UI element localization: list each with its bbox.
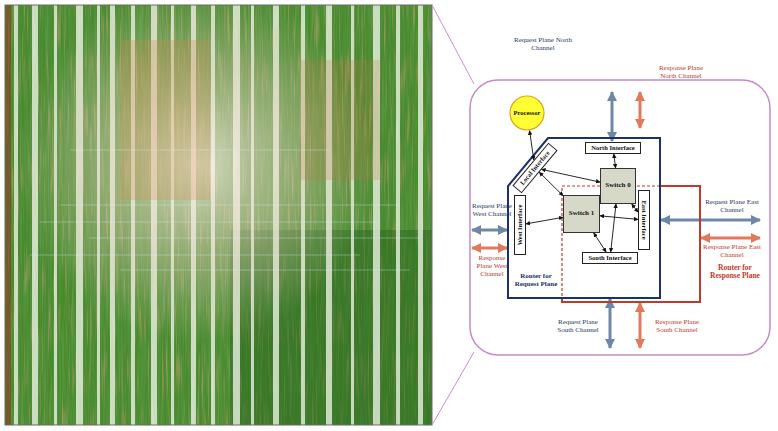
zoom-frame	[470, 80, 770, 355]
switch-box: Switch 0	[600, 168, 636, 204]
channel-label: Response Plane West Channel	[471, 254, 513, 278]
router-outline	[562, 186, 700, 302]
channel-label: Response Plane North Channel	[650, 64, 712, 80]
router-box: Router for Request Plane North Interface L…	[508, 138, 660, 298]
connector	[542, 169, 600, 182]
chip-wire	[120, 270, 410, 271]
interface-box: West Interface	[514, 195, 526, 255]
channel-label: Request Plane East Channel	[703, 198, 761, 214]
channel-arrow	[609, 299, 612, 348]
router-outline	[508, 138, 660, 298]
channel-label: Request Plane West Channel	[471, 202, 513, 218]
chip-wire	[60, 205, 400, 206]
chip-wires	[30, 150, 420, 270]
node-text: Router for Request Plane	[512, 273, 560, 288]
channel-label: Request Plane South Channel	[550, 318, 606, 334]
zoom-line	[432, 5, 474, 84]
channel-label: Response Plane South Channel	[648, 318, 706, 334]
chip-wire	[70, 150, 330, 151]
chip-region	[120, 40, 210, 200]
node-text: North Interface	[591, 144, 635, 151]
processor-outline	[510, 96, 544, 130]
processor-circle: Processor	[509, 95, 545, 131]
node-text: East Interface	[640, 200, 647, 239]
node-text: Switch 1	[569, 210, 594, 218]
channel-arrow	[472, 247, 507, 250]
chip-region	[300, 60, 380, 180]
channel-arrow	[639, 92, 642, 128]
chip-texture	[5, 5, 432, 425]
chip-wire	[40, 222, 380, 223]
interface-box: South Interface	[582, 252, 638, 264]
node-text: South Interface	[588, 254, 631, 261]
node-text: Processor	[514, 109, 541, 116]
channel-label: Response Plane East Channel	[703, 243, 761, 259]
interface-box: East Interface	[638, 190, 650, 250]
connector	[600, 216, 638, 220]
router-outline	[562, 186, 660, 298]
chip-wire	[30, 255, 360, 256]
node-text: West Interface	[516, 205, 523, 246]
chip-wire	[90, 238, 420, 239]
interface-box: Local Interface	[512, 143, 557, 194]
chip-border	[5, 5, 432, 425]
connector	[539, 172, 563, 196]
chip-layout	[5, 5, 432, 425]
channel-arrow	[472, 229, 507, 232]
switch-box: Switch 1	[563, 195, 600, 233]
connector	[526, 217, 563, 224]
node-text: Router for Response Plane	[704, 264, 766, 281]
chip-glow	[5, 5, 432, 425]
channel-arrow	[701, 237, 760, 240]
chip-texture	[5, 5, 432, 425]
interface-box: North Interface	[585, 142, 641, 154]
channel-arrow	[661, 219, 760, 222]
connector	[614, 154, 616, 168]
node-text: Switch 0	[605, 182, 630, 190]
channel-arrow	[611, 92, 614, 141]
connector	[594, 233, 606, 252]
channel-arrow	[639, 303, 642, 348]
connector	[632, 204, 638, 212]
connector	[530, 131, 534, 160]
zoom-line	[432, 352, 474, 425]
channel-label: Request Plane North Channel	[514, 36, 572, 52]
connector	[611, 204, 616, 252]
